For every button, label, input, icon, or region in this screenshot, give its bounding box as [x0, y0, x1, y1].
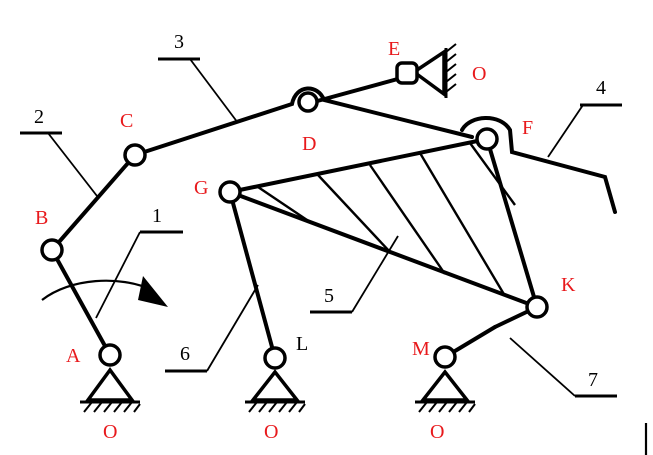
- label-joint-c: C: [120, 110, 133, 132]
- joint-f: [475, 127, 499, 151]
- leader-7: [509, 337, 576, 397]
- hatch-line: [369, 164, 446, 275]
- label-link-1: 1: [152, 205, 162, 227]
- leader-2: [47, 132, 98, 197]
- joint-m: [433, 345, 457, 369]
- link-de-bar: [308, 75, 407, 105]
- label-joint-b: B: [35, 207, 48, 229]
- slider-block-e: [395, 61, 419, 85]
- link-5-triangle: [222, 136, 541, 311]
- label-ground-a: O: [103, 421, 117, 443]
- label-joint-g: G: [194, 177, 208, 199]
- label-link-3: 3: [174, 31, 184, 53]
- label-ground-l: O: [264, 421, 278, 443]
- label-joint-f: F: [522, 117, 533, 139]
- leader-6: [206, 284, 259, 372]
- joint-c: [123, 143, 147, 167]
- leader-5: [351, 235, 399, 313]
- ground-support-a: [80, 367, 141, 413]
- ground-support-l: [245, 369, 306, 413]
- leader-4: [547, 104, 584, 158]
- label-link-4: 4: [596, 77, 606, 99]
- ground-support-e: [410, 43, 457, 98]
- joint-d: [297, 91, 319, 113]
- link-2-bar: [50, 153, 137, 252]
- link-6-bar: [228, 190, 277, 360]
- link-1-bar: [50, 248, 112, 357]
- hatch-line: [317, 174, 391, 253]
- label-link-7: 7: [588, 369, 598, 391]
- label-joint-a: A: [66, 345, 81, 367]
- joint-k: [525, 295, 549, 319]
- joint-g: [218, 180, 242, 204]
- label-link-2: 2: [34, 106, 44, 128]
- label-ground-m: O: [430, 421, 444, 443]
- rotation-arrowhead-icon: [138, 276, 168, 307]
- label-link-6: 6: [180, 343, 190, 365]
- label-joint-e: E: [388, 38, 400, 60]
- joint-b: [40, 238, 64, 262]
- label-joint-m: M: [412, 338, 430, 360]
- leader-1: [95, 231, 141, 319]
- hatch-line: [469, 142, 516, 206]
- rotation-arrow: [41, 279, 153, 301]
- label-joint-l: L: [296, 333, 308, 355]
- hatch-line: [418, 152, 507, 297]
- joint-l: [263, 346, 287, 370]
- leader-3: [189, 58, 239, 124]
- joint-a: [98, 343, 122, 367]
- link-4-bar: [460, 116, 617, 214]
- label-link-5: 5: [324, 285, 334, 307]
- label-joint-k: K: [561, 274, 576, 296]
- hatch-line: [257, 186, 311, 223]
- ground-support-m: [415, 369, 476, 413]
- label-ground-e: O: [472, 63, 486, 85]
- label-joint-d: D: [302, 133, 316, 155]
